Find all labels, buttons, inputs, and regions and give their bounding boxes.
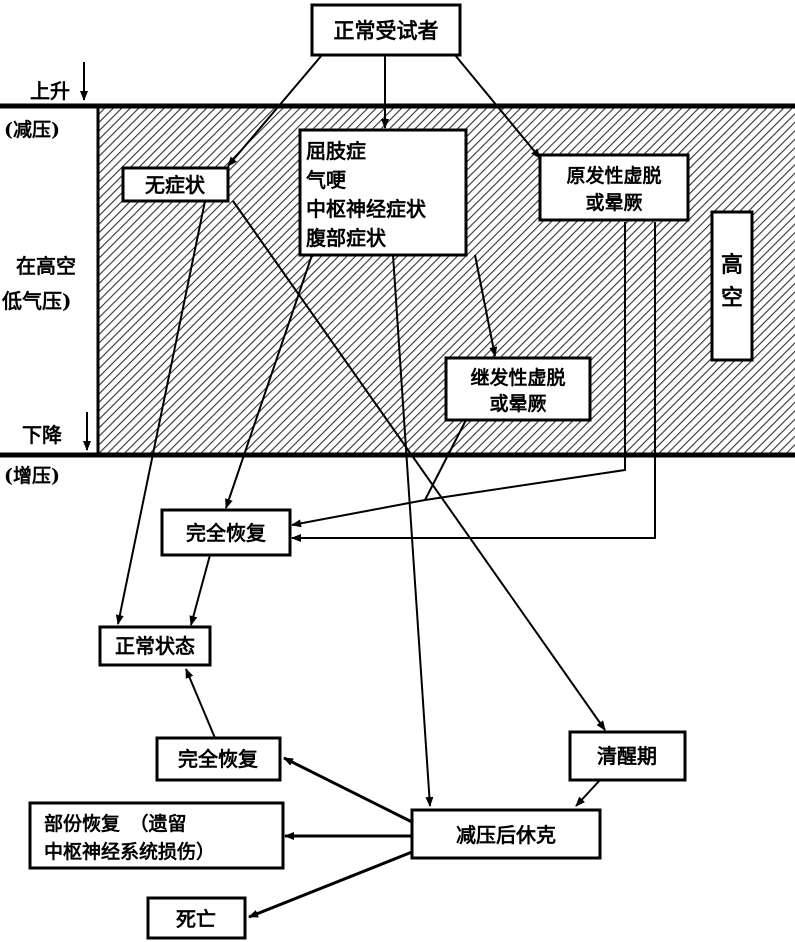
compress-label: (增压) [4,464,60,487]
full-recovery-lower-box: 完全恢复 [155,736,282,782]
full-recovery-upper-label: 完全恢复 [186,521,267,545]
death-label: 死亡 [176,907,216,931]
decompress-label: (减压) [4,118,60,141]
lucid-period-box: 清醒期 [568,730,687,782]
symptom-abdominal: 腹部症状 [306,226,387,250]
full-recovery-upper-box: 完全恢复 [160,508,292,557]
normal-state-box: 正常状态 [98,625,212,667]
normal-state-label: 正常状态 [115,634,195,658]
primary-collapse-box: 原发性虚脱 或晕厥 [538,153,690,222]
no-symptoms-box: 无症状 [121,166,230,203]
altitude-label-2: 低气压) [1,289,71,313]
ascend-label: 上升 [30,79,70,103]
altitude-zone-box: 高 空 [710,210,754,362]
normal-subject-box: 正常受试者 [310,3,462,57]
primary-collapse-line-1: 原发性虚脱 [566,164,661,187]
symptom-bends: 屈肢症 [306,139,366,163]
descend-label: 下降 [22,423,63,447]
symptoms-box: 屈肢症 气哽 中枢神经症状 腹部症状 [298,128,468,257]
lucid-period-label: 清醒期 [597,744,657,768]
full-recovery-lower-label: 完全恢复 [178,747,259,771]
symptom-chokes: 气哽 [305,168,347,192]
post-decompression-shock-label: 减压后休克 [456,823,556,847]
connectors [115,54,656,919]
altitude-label-1: 在高空 [16,254,76,278]
altitude-zone-char-1: 高 [721,252,743,278]
death-box: 死亡 [146,896,247,940]
symptom-cns: 中枢神经症状 [306,197,427,221]
partial-recovery-line-1: 部份恢复 （遗留 [44,812,187,835]
partial-recovery-box: 部份恢复 （遗留 中枢神经系统损伤） [28,801,285,870]
partial-recovery-line-2: 中枢神经系统损伤） [44,840,215,863]
secondary-collapse-line-1: 继发性虚脱 [470,366,565,389]
secondary-collapse-line-2: 或晕厥 [489,392,546,415]
secondary-collapse-box: 继发性虚脱 或晕厥 [444,356,592,422]
primary-collapse-line-2: 或晕厥 [585,191,642,214]
post-decompression-shock-box: 减压后休克 [410,808,602,860]
no-symptoms-label: 无症状 [145,173,206,197]
altitude-zone-char-2: 空 [721,285,743,311]
normal-subject-label: 正常受试者 [334,18,439,43]
